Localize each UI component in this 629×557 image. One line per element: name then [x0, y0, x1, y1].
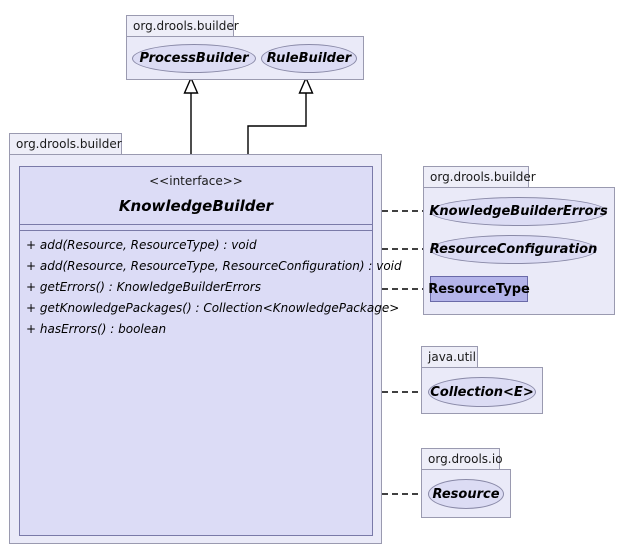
interface-rulebuilder[interactable]: RuleBuilder: [261, 44, 357, 73]
method-signature: add(Resource, ResourceType) : void: [39, 238, 257, 252]
package-tab-java-util: java.util: [421, 346, 478, 367]
generalization-rulebuilder: [247, 76, 314, 173]
interface-knowledgebuildererrors[interactable]: KnowledgeBuilderErrors: [429, 197, 608, 226]
class-name-knowledgebuilder: KnowledgeBuilder: [118, 197, 274, 215]
method-row[interactable]: + add(Resource, ResourceType, ResourceCo…: [20, 256, 402, 277]
class-stereotype: <<interface>>: [149, 174, 243, 188]
method-signature: getErrors() : KnowledgeBuilderErrors: [39, 280, 261, 294]
method-visibility: +: [26, 259, 37, 273]
interface-processbuilder[interactable]: ProcessBuilder: [132, 44, 256, 73]
package-tab-main-builder: org.drools.builder: [9, 133, 122, 154]
method-row[interactable]: + add(Resource, ResourceType) : void: [20, 235, 372, 256]
method-visibility: +: [26, 322, 37, 336]
method-row[interactable]: + getErrors() : KnowledgeBuilderErrors: [20, 277, 372, 298]
method-signature: add(Resource, ResourceType, ResourceConf…: [39, 259, 402, 273]
method-signature: hasErrors() : boolean: [39, 322, 167, 336]
interface-resource[interactable]: Resource: [428, 479, 504, 509]
method-visibility: +: [26, 280, 37, 294]
package-tab-right-builder: org.drools.builder: [423, 166, 536, 187]
package-tab-top-builder: org.drools.builder: [126, 15, 239, 36]
class-box-knowledgebuilder[interactable]: <<interface>> KnowledgeBuilder + add(Res…: [19, 166, 402, 536]
class-methods-compartment: + add(Resource, ResourceType) : void + a…: [20, 231, 402, 340]
method-signature: getKnowledgePackages() : Collection<Know…: [39, 301, 400, 315]
method-row[interactable]: + hasErrors() : boolean: [20, 319, 372, 340]
package-tab-drools-io: org.drools.io: [421, 448, 503, 469]
class-resourcetype[interactable]: ResourceType: [428, 276, 530, 302]
class-divider-methods-top: [20, 230, 372, 231]
method-visibility: +: [26, 238, 37, 252]
interface-collection[interactable]: Collection<E>: [428, 377, 536, 407]
method-row[interactable]: + getKnowledgePackages() : Collection<Kn…: [20, 298, 399, 319]
class-divider-attributes-top: [20, 224, 372, 225]
interface-resourceconfiguration[interactable]: ResourceConfiguration: [430, 235, 597, 264]
method-visibility: +: [26, 301, 37, 315]
